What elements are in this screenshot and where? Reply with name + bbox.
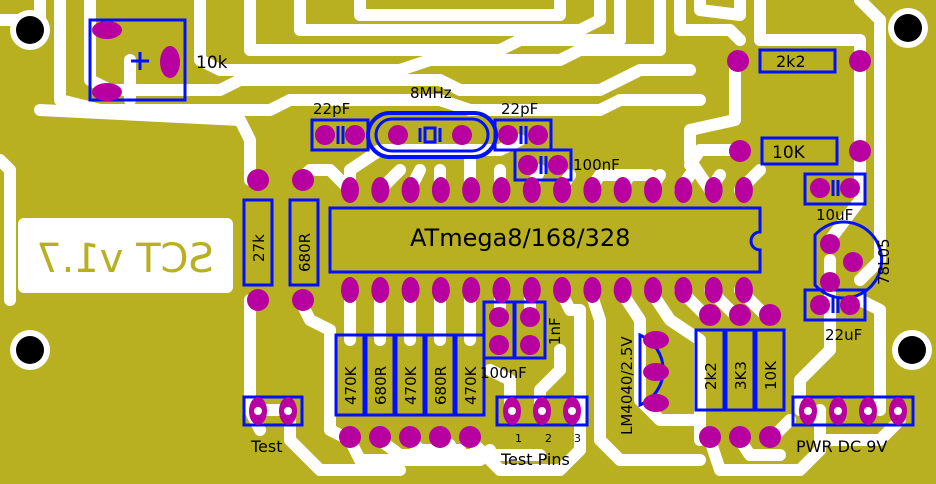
cap2-label: 22pF (501, 100, 538, 118)
mcu-pin-pad (583, 177, 602, 203)
mcu-label: ATmega8/168/328 (410, 224, 630, 252)
mcu-pin-pad (341, 177, 359, 203)
mcu-pin-pad (462, 177, 481, 203)
pads (92, 21, 871, 448)
r-680r-label: 680R (296, 233, 314, 272)
header-pin-hole (538, 407, 546, 415)
lm4040-label: LM4040/2.5V (618, 336, 636, 435)
header-pads (249, 397, 907, 425)
mcu-pin-pad (341, 277, 359, 303)
header-pin-hole (284, 407, 292, 415)
mcu-pin-pad (613, 177, 632, 203)
c-100nf-b-label: 100nF (480, 364, 527, 382)
header-pin-hole (864, 407, 872, 415)
header-pin-hole (894, 407, 902, 415)
mcu-pin-pad (613, 277, 632, 303)
component-outlines (88, 18, 915, 427)
test-label: Test (250, 437, 283, 456)
c-10uf-label: 10uF (816, 206, 853, 224)
header-pin-hole (568, 407, 576, 415)
mounting-holes (10, 8, 932, 370)
header-pin-hole (508, 407, 516, 415)
r-10k-b-label: 10K (762, 360, 780, 390)
mcu-pin-pad (734, 277, 753, 303)
r4-label: 680R (432, 366, 450, 405)
cap1-label: 22pF (313, 100, 350, 118)
cap3-label: 100nF (573, 156, 620, 174)
version-label: SCT v1.7 (36, 236, 214, 282)
r1-label: 470K (342, 365, 360, 405)
pin1-label: 1 (515, 432, 522, 445)
r-27k-label: 27k (250, 234, 268, 262)
r-3k3-label: 3K3 (732, 361, 750, 390)
r3-label: 470K (402, 365, 420, 405)
r-10k-top-label: 10K (772, 143, 806, 163)
header-pin-hole (804, 407, 812, 415)
mcu-pin-pad (371, 277, 390, 303)
mcu-pin-pad (553, 177, 572, 203)
mcu-pin-pad (462, 277, 481, 303)
mcu-pin-pad (583, 277, 602, 303)
mcu-pin-pad (371, 177, 390, 203)
mcu-pin-pad (522, 277, 541, 303)
pwr-label: PWR DC 9V (796, 437, 887, 456)
test-pins-label: Test Pins (500, 450, 570, 469)
mcu-pin-pad (644, 277, 662, 303)
r5-label: 470K (462, 365, 480, 405)
mcu-pin-pad (704, 277, 723, 303)
mcu-pin-pad (674, 277, 693, 303)
mcu-pin-pad (704, 177, 723, 203)
mcu-pads (341, 177, 753, 303)
mcu-pin-pad (431, 277, 450, 303)
mcu-pin-pad (492, 177, 511, 203)
mcu-pin-pad (553, 277, 572, 303)
c-1nf-label: 1nF (546, 317, 564, 345)
r-2k2-b-label: 2k2 (702, 362, 720, 390)
component-symbols (131, 52, 840, 313)
r2-label: 680R (372, 366, 390, 405)
header-pin-hole (254, 407, 262, 415)
mcu-pin-pad (431, 177, 450, 203)
mcu-pin-pad (674, 177, 693, 203)
mcu-pin-pad (401, 277, 420, 303)
version-block: SCT v1.7 (18, 218, 233, 293)
mcu-pin-pad (401, 177, 420, 203)
text-labels: 10k 8MHz 22pF 22pF 100nF 2k2 10K 10uF 78… (196, 52, 893, 469)
r-2k2-top-label: 2k2 (776, 52, 806, 71)
pin2-label: 2 (545, 432, 552, 445)
header-pin-hole (834, 407, 842, 415)
reg-label: 78L05 (875, 238, 893, 285)
pot-label: 10k (196, 53, 228, 73)
mcu-pin-pad (644, 177, 662, 203)
mcu-pin-pad (734, 177, 753, 203)
c-22uf-label: 22uF (825, 326, 862, 344)
mcu-pin-pad (522, 177, 541, 203)
mcu-pin-pad (492, 277, 511, 303)
pin3-label: 3 (574, 432, 581, 445)
crystal-label: 8MHz (410, 84, 452, 102)
